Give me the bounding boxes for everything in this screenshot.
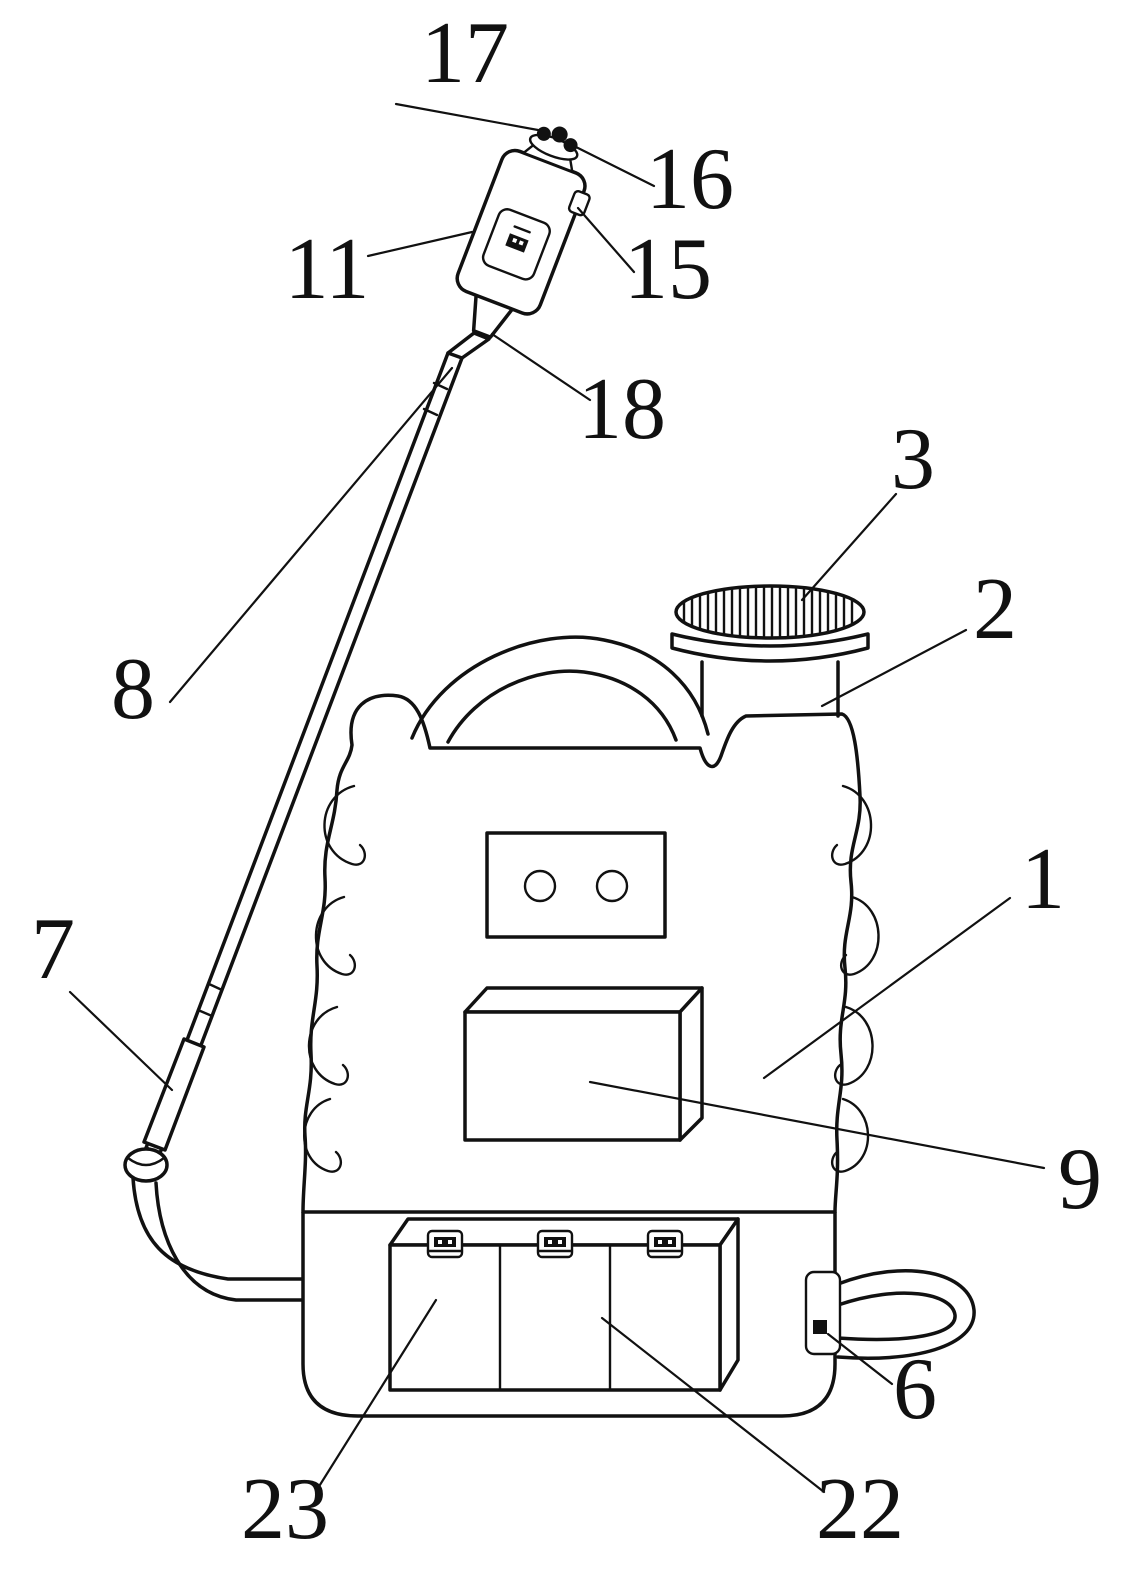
leader-line-1	[762, 896, 1012, 1080]
leader-lines	[68, 102, 1046, 1494]
leader-line-7	[68, 990, 174, 1092]
tank-cap	[670, 584, 870, 663]
leader-line-16	[572, 144, 656, 188]
carry-handle	[410, 635, 710, 744]
callout-18: 18	[578, 361, 666, 458]
callout-22: 22	[816, 1461, 904, 1558]
callout-17: 17	[421, 5, 509, 102]
wand-grip	[142, 1037, 206, 1152]
callout-7: 7	[31, 901, 75, 998]
filler-neck	[700, 660, 840, 718]
left-grip-grooves	[303, 784, 367, 1173]
battery-box	[388, 1217, 740, 1392]
spray-head-glyph	[505, 233, 529, 253]
leader-line-17	[394, 102, 540, 132]
leader-line-9	[588, 1080, 1046, 1170]
panel-button-right	[595, 869, 629, 903]
leader-line-8	[168, 366, 454, 704]
outlet-hose	[836, 1268, 976, 1360]
spray-head-side-nub	[567, 189, 591, 217]
battery-latch-2	[536, 1229, 574, 1259]
battery-latch-3	[646, 1229, 684, 1259]
battery-box-front	[388, 1243, 722, 1392]
callout-11: 11	[285, 221, 370, 318]
cap-knurling	[682, 586, 854, 638]
leader-line-22	[600, 1316, 826, 1494]
pump-box-top-face	[463, 986, 704, 1014]
control-panel	[485, 831, 667, 939]
leader-line-2	[820, 628, 968, 708]
callout-8: 8	[111, 641, 155, 738]
nozzle-droplet-center	[551, 126, 568, 143]
wand-coupler-lower	[196, 1008, 214, 1018]
callout-3: 3	[891, 411, 935, 508]
leader-line-11	[366, 230, 474, 258]
leader-line-6	[826, 1332, 894, 1386]
right-grip-grooves	[830, 784, 880, 1173]
leader-line-15	[576, 206, 636, 274]
outlet-port	[804, 1270, 842, 1356]
cap-flange	[670, 632, 870, 663]
callout-9: 9	[1058, 1131, 1102, 1228]
callout-6: 6	[893, 1341, 937, 1438]
leader-line-23	[316, 1298, 438, 1490]
leader-line-3	[800, 492, 898, 602]
callouts: 17 16 11 15 18 3 2 8 1 7 9 6 22 23	[31, 5, 1102, 1558]
callout-15: 15	[624, 221, 712, 318]
callout-1: 1	[1021, 831, 1065, 928]
wand-coupler-upper	[422, 407, 439, 417]
leader-line-18	[490, 332, 592, 402]
panel-button-left	[523, 869, 557, 903]
nozzle-droplet-right	[563, 138, 578, 153]
callout-23: 23	[241, 1461, 329, 1558]
callout-16: 16	[646, 131, 734, 228]
pump-box	[463, 986, 704, 1142]
wand-taper	[446, 331, 491, 360]
spray-wand	[123, 331, 491, 1183]
battery-box-side-face	[718, 1217, 740, 1392]
callout-2: 2	[973, 561, 1017, 658]
spray-head-assembly	[455, 126, 591, 339]
suction-hose	[131, 1176, 308, 1302]
pump-box-side-face	[678, 986, 704, 1142]
battery-latch-1	[426, 1229, 464, 1259]
port-clip	[813, 1320, 827, 1334]
pump-box-front	[463, 1010, 682, 1142]
nozzle-droplet-left	[536, 126, 551, 141]
